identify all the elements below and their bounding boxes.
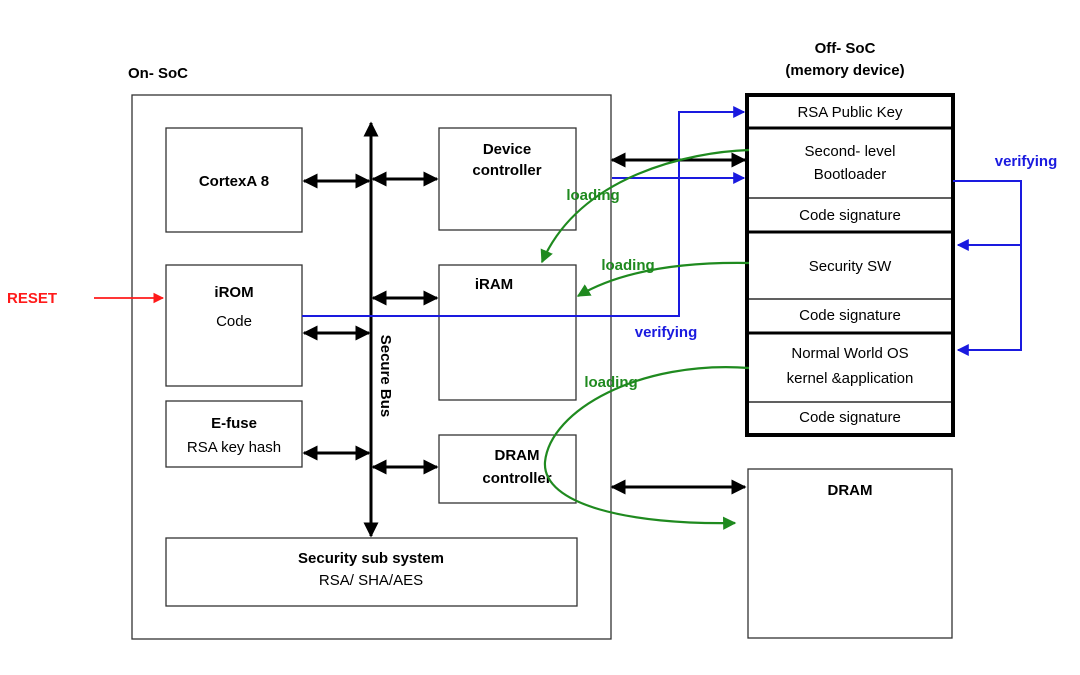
cortex-a8-block [165,127,303,233]
dram-controller-label-2: controller [482,470,551,487]
code-signature-1: Code signature [799,207,901,224]
loading-bootloader-path [540,148,750,264]
normal-os-label-1: Normal World OS [791,345,908,362]
on-soc-title: On- SoC [128,65,188,82]
code-signature-2: Code signature [799,307,901,324]
off-soc-title-2: (memory device) [785,62,904,79]
loading-label-3: loading [584,374,637,391]
memory-device [745,93,955,437]
reset-label: RESET [7,290,57,307]
bootloader-label-1: Second- level [805,143,896,160]
loading-label-2: loading [601,257,654,274]
loading-security-sw-path [576,261,750,297]
loading-normal-os-path [543,366,750,530]
verify-bootloader-path [953,180,1022,356]
efuse-title: E-fuse [211,415,257,432]
iram-label: iRAM [475,276,513,293]
cortex-a8-label: CortexA 8 [199,173,269,190]
dram-label: DRAM [828,482,873,499]
code-signature-3: Code signature [799,409,901,426]
device-controller-label-1: Device [483,141,531,158]
dram-controller-label-1: DRAM [495,447,540,464]
efuse-sub: RSA key hash [187,439,281,456]
security-sw-label: Security SW [809,258,892,275]
normal-os-label-2: kernel &application [787,370,914,387]
device-controller-block [438,127,577,231]
security-subsystem-block [165,537,578,607]
secure-bus-label: Secure Bus [377,335,394,418]
bootloader-label-2: Bootloader [814,166,887,183]
dram-block [747,468,953,639]
efuse-block [165,400,303,468]
loading-label-1: loading [566,187,619,204]
off-soc-title-1: Off- SoC [815,40,876,57]
verify-irom-path [302,106,746,317]
security-subsystem-sub: RSA/ SHA/AES [319,572,423,589]
verifying-label-1: verifying [635,324,698,341]
irom-sub: Code [216,313,252,330]
rsa-public-key: RSA Public Key [797,104,903,121]
security-subsystem-title: Security sub system [298,550,444,567]
irom-title: iROM [214,284,253,301]
dram-controller-block [438,434,577,504]
irom-block [165,264,303,387]
verifying-label-2: verifying [995,153,1058,170]
device-controller-label-2: controller [472,162,541,179]
iram-block [438,264,577,401]
